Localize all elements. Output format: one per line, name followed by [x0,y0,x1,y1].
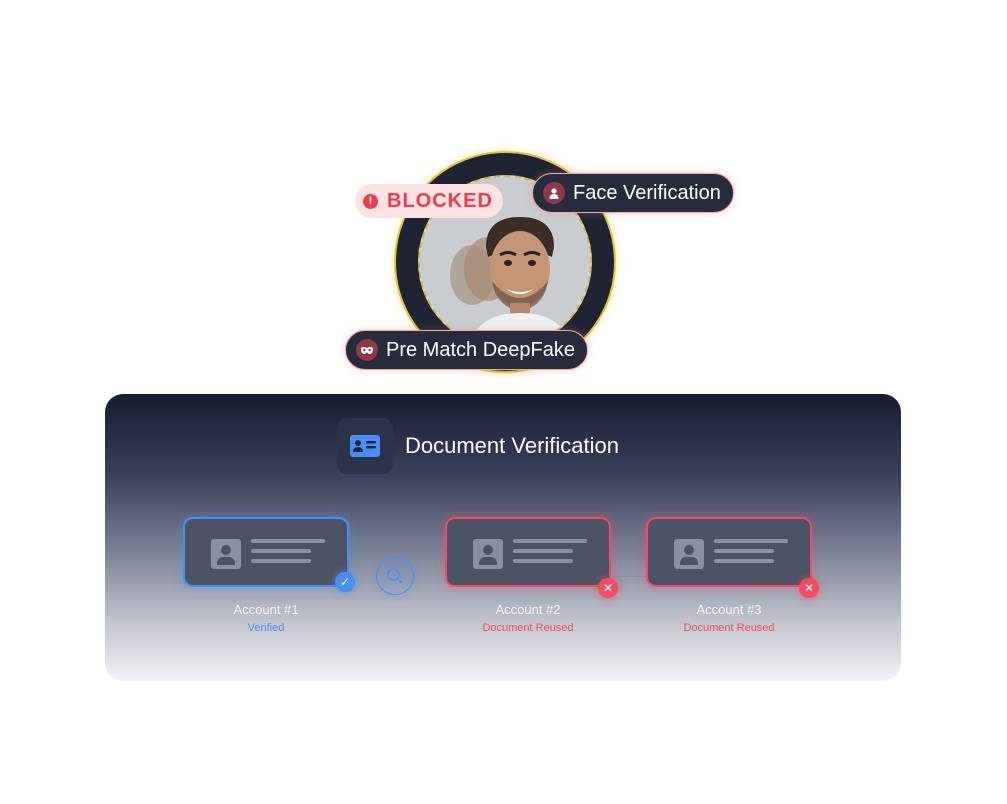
alert-icon: ! [363,193,378,209]
id-card-icon [337,418,393,474]
account-status-3: Document Reused [683,622,775,634]
mask-icon [356,339,378,361]
document-verification-title: Document Verification [405,433,619,458]
account-label-1: Account #1 [233,602,299,617]
account-card-3[interactable] [646,517,812,587]
account-status-2: Document Reused [482,622,574,634]
account-card-2[interactable] [445,517,611,587]
id-photo-icon [674,539,704,569]
close-icon: ✕ [598,578,618,598]
blocked-label: BLOCKED [387,189,493,212]
account-card-1[interactable] [183,517,349,587]
connector-line [612,576,646,577]
search-button[interactable] [376,557,414,595]
id-photo-icon [473,539,503,569]
face-verification-tag: Face Verification [532,173,734,213]
close-icon: ✕ [799,578,819,598]
id-photo-icon [211,539,241,569]
search-icon [387,568,403,584]
person-icon [543,182,565,204]
face-verification-label: Face Verification [573,181,721,204]
deepfake-label: Pre Match DeepFake [386,338,575,361]
document-verification-panel: Document Verification ✓ Account #1 Verif… [105,394,901,681]
id-text-lines [714,539,788,569]
blocked-badge: ! BLOCKED [355,184,503,218]
document-verification-header: Document Verification [337,418,619,474]
id-text-lines [251,539,325,569]
check-icon: ✓ [335,572,355,592]
account-status-1: Verified [247,622,285,634]
account-label-2: Account #2 [495,602,561,617]
account-label-3: Account #3 [696,602,762,617]
deepfake-tag: Pre Match DeepFake [345,330,588,370]
id-text-lines [513,539,587,569]
